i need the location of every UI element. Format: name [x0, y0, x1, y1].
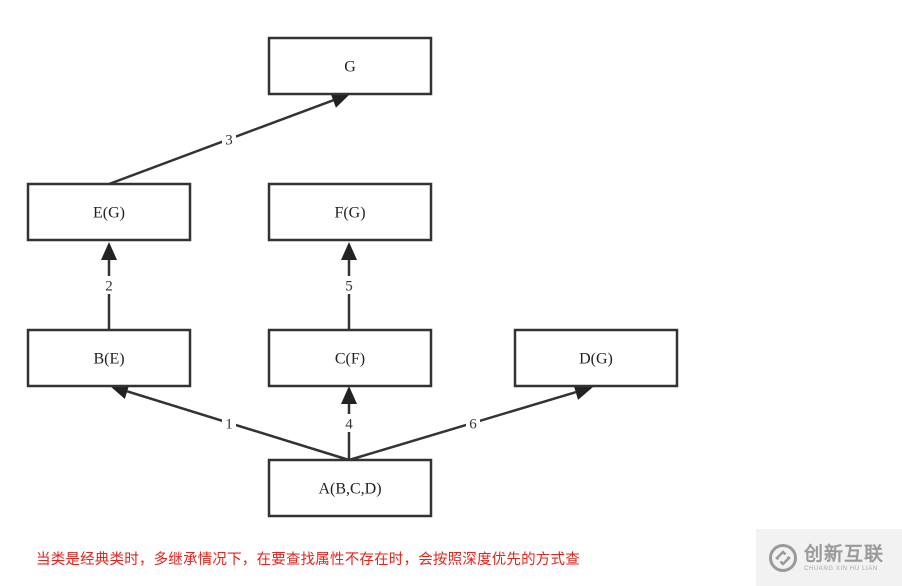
- caption-text: 当类是经典类时，多继承情况下，在要查找属性不存在时，会按照深度优先的方式查: [36, 552, 580, 568]
- edge-C-F: 5: [341, 242, 357, 330]
- arrowhead-icon: [341, 242, 357, 260]
- node-box: [267, 458, 433, 518]
- node-E: E(G): [26, 182, 192, 242]
- edge-A-B: 1: [110, 383, 350, 462]
- node-label: C(F): [335, 351, 365, 368]
- node-D: D(G): [513, 328, 679, 388]
- node-B: B(E): [26, 328, 192, 388]
- node-box: [267, 182, 433, 242]
- node-label: F(G): [334, 205, 365, 222]
- edge-label: 5: [345, 279, 353, 295]
- node-A: A(B,C,D): [267, 458, 433, 518]
- edge-label: 3: [225, 133, 233, 149]
- node-label: E(G): [93, 205, 125, 222]
- edge-A-C: 4: [341, 386, 357, 460]
- edge-label: 2: [105, 279, 113, 295]
- node-label: B(E): [93, 351, 124, 368]
- edge-A-D: 6: [348, 384, 593, 462]
- edge-label-background: [342, 276, 356, 294]
- node-label: A(B,C,D): [318, 481, 381, 498]
- edge-label: 6: [469, 417, 477, 433]
- edge-B-E: 2: [101, 242, 117, 330]
- node-label: G: [344, 59, 356, 76]
- watermark-subtitle: CHUANG XIN HU LIAN: [804, 565, 878, 572]
- edge-label-background: [222, 130, 236, 148]
- edge-label-background: [222, 414, 236, 432]
- node-box: [513, 328, 679, 388]
- arrowhead-icon: [341, 386, 357, 404]
- node-label: D(G): [579, 351, 613, 368]
- node-box: [26, 328, 192, 388]
- edge-line: [108, 99, 334, 186]
- watermark: 创新互联 CHUANG XIN HU LIAN: [756, 529, 902, 586]
- arrowhead-icon: [101, 242, 117, 260]
- node-box: [267, 36, 433, 96]
- node-F: F(G): [267, 182, 433, 242]
- edge-label: 1: [225, 417, 233, 433]
- edge-E-G: 3: [108, 92, 350, 186]
- edge-line: [348, 390, 577, 462]
- edge-label: 4: [345, 417, 353, 433]
- edge-label-background: [102, 276, 116, 294]
- watermark-title: 创新互联: [804, 542, 885, 565]
- node-box: [26, 182, 192, 242]
- arrowhead-icon: [330, 92, 350, 108]
- arrowhead-icon: [573, 384, 593, 400]
- edge-label-background: [466, 414, 480, 432]
- node-G: G: [267, 36, 433, 96]
- edge-label-background: [342, 414, 356, 432]
- node-box: [267, 328, 433, 388]
- edge-line: [126, 390, 350, 462]
- logo-icon: [769, 543, 797, 572]
- arrowhead-icon: [110, 383, 130, 399]
- node-C: C(F): [267, 328, 433, 388]
